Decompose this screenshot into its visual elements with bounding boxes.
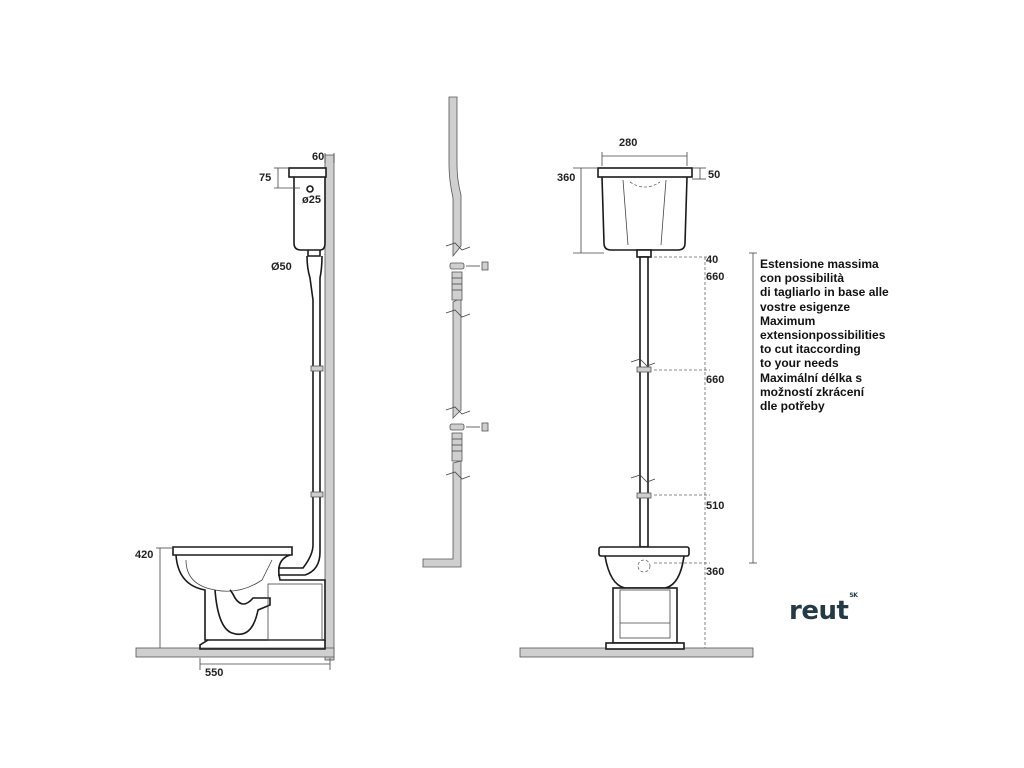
extension-note: Estensione massima con possibilità di ta… — [760, 257, 960, 413]
dim-inlet: ø25 — [302, 194, 321, 206]
wall — [324, 154, 335, 661]
note-line: dle potřeby — [760, 399, 825, 414]
side-dimensions: 60 75 ø25 Ø50 420 550 — [135, 151, 335, 679]
front-cistern — [597, 167, 693, 251]
note-line: extensionpossibilities — [760, 328, 886, 343]
dim-gap: 40 — [706, 254, 718, 266]
side-flush-pipe — [278, 250, 324, 576]
pipe-connector-1 — [449, 261, 489, 301]
pipe-top-segment — [448, 96, 462, 258]
pipe-parts-view — [422, 96, 489, 568]
note-line: to your needs — [760, 356, 839, 371]
note-line: vostre esigenze — [760, 299, 851, 314]
side-cistern — [288, 167, 327, 251]
floor-side — [135, 647, 335, 658]
note-line: con possibilità — [760, 271, 845, 286]
logo-suffix: SK — [849, 592, 858, 600]
dim-tank-depth: 60 — [312, 151, 324, 163]
note-line: možností zkrácení — [760, 384, 865, 399]
note-line: Maximum — [760, 313, 816, 328]
note-line: Estensione massima — [760, 257, 879, 271]
dim-lid: 50 — [708, 169, 720, 181]
pipe-middle-segment — [452, 297, 462, 419]
front-dimensions: 280 360 50 40 660 660 510 360 — [557, 137, 757, 648]
dim-segment-2: 660 — [706, 374, 724, 386]
front-toilet-bowl — [598, 546, 690, 650]
side-view: 60 75 ø25 Ø50 420 550 — [135, 151, 335, 679]
front-flush-pipe — [630, 249, 656, 548]
note-line: di tagliarlo in base alle — [760, 285, 889, 300]
pipe-connector-2 — [449, 422, 489, 462]
dim-seat-height: 420 — [135, 549, 153, 561]
dim-tank-top: 75 — [259, 172, 271, 184]
note-line: to cut itaccording — [760, 342, 861, 357]
dim-segment-1: 660 — [706, 271, 724, 283]
brand-logo: reutSK — [789, 592, 858, 626]
dim-tank-height: 360 — [557, 172, 575, 184]
side-toilet-bowl — [172, 546, 326, 650]
pipe-bottom-segment — [422, 460, 462, 568]
dim-segment-3: 510 — [706, 500, 724, 512]
dim-pipe: Ø50 — [271, 261, 292, 273]
note-line: Maximální délka s — [760, 370, 863, 385]
logo-text: reut — [789, 596, 849, 626]
dim-projection: 550 — [205, 667, 223, 679]
dim-tank-width: 280 — [619, 137, 637, 149]
dim-bowl: 360 — [706, 566, 724, 578]
front-view: 280 360 50 40 660 660 510 360 — [519, 137, 757, 658]
